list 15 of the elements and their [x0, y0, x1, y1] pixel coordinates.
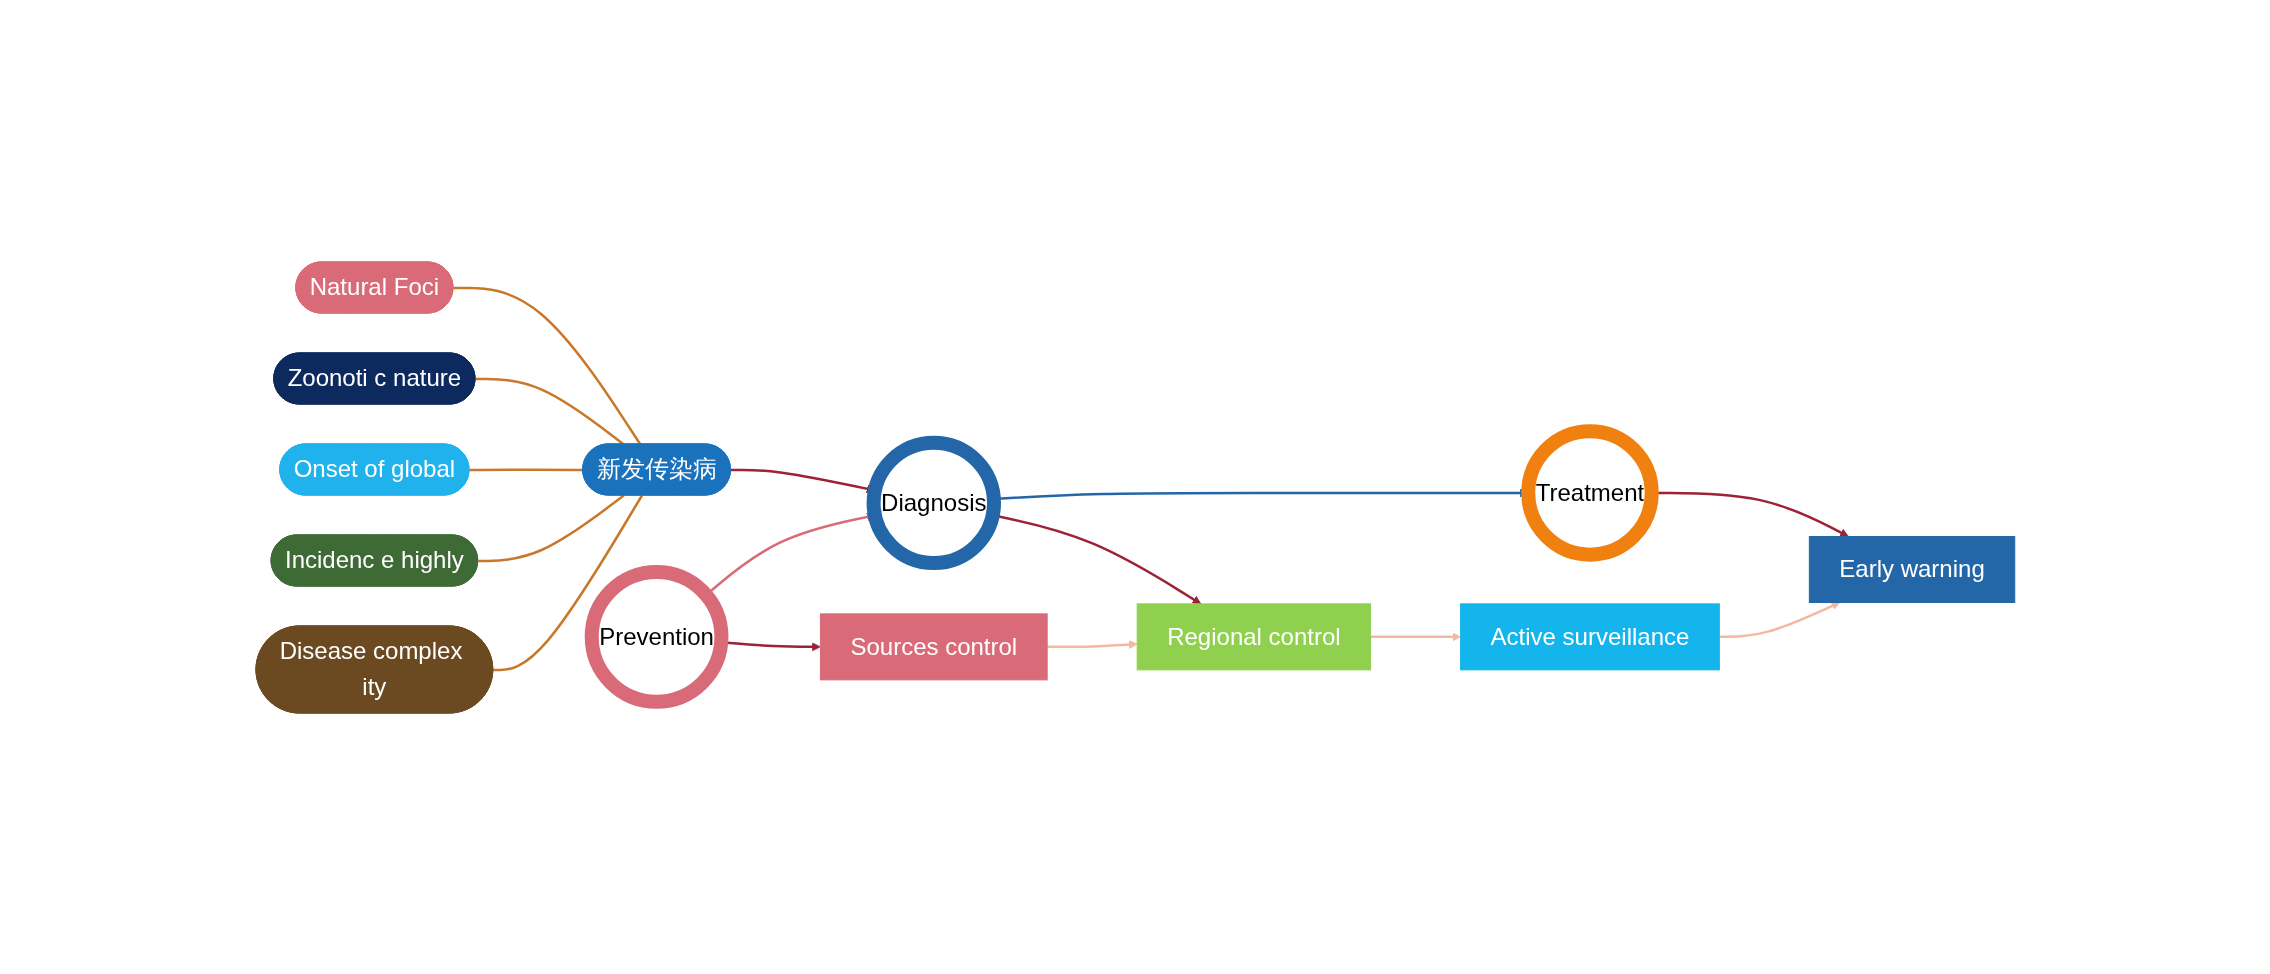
connector	[477, 494, 625, 562]
node-circle: Prevention	[584, 564, 729, 709]
connector	[469, 467, 583, 471]
node-circle: Treatment	[1520, 423, 1659, 562]
node-box: Active surveillance	[1459, 602, 1720, 670]
arrow	[1370, 631, 1461, 641]
connector	[492, 494, 643, 671]
arrow	[1046, 639, 1138, 649]
connector	[475, 377, 625, 445]
node-box: Early warning	[1808, 535, 2015, 603]
node-box: Sources control	[819, 612, 1048, 680]
connector	[453, 286, 642, 445]
arrow	[1718, 601, 1840, 638]
node-circle: Diagnosis	[866, 435, 1001, 570]
node-box: Regional control	[1136, 602, 1371, 670]
